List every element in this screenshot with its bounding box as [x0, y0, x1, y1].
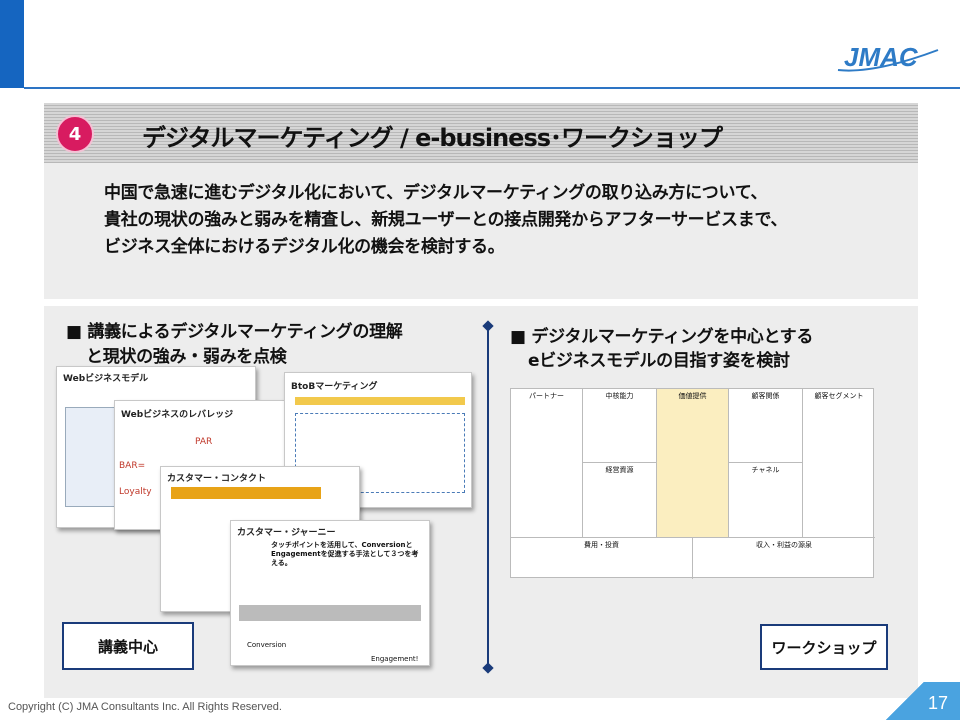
thumb-bar — [295, 397, 465, 405]
canvas-col-channel: チャネル — [729, 463, 803, 537]
page-title: デジタルマーケティング / e-business･ワークショップ — [142, 124, 723, 152]
thumb-bar — [239, 605, 421, 621]
logo-text: JMAC — [844, 42, 919, 72]
canvas-cost: 費用・投資 — [511, 537, 693, 579]
canvas-revenue: 収入・利益の源泉 — [693, 537, 875, 579]
canvas-col-core: 中核能力 — [583, 389, 657, 463]
business-model-canvas: パートナー 中核能力 経営資源 価値提供 顧客関係 チャネル 顧客セグメント 費… — [510, 388, 875, 579]
canvas-header: 収入・利益の源泉 — [756, 541, 812, 549]
canvas-header: 中核能力 — [605, 392, 634, 400]
loyalty-label: Loyalty — [119, 487, 152, 497]
canvas-col-resources: 経営資源 — [583, 463, 657, 537]
engagement-label: Engagement! — [371, 655, 419, 663]
canvas-header: チャネル — [751, 466, 780, 474]
left-heading-line-1: ■ 講義によるデジタルマーケティングの理解 — [66, 322, 403, 342]
page-number: 17 — [927, 693, 948, 713]
description-line-3: ビジネス全体におけるデジタル化の機会を検討する。 — [104, 237, 505, 257]
section-number-badge: 4 — [56, 115, 94, 153]
canvas-col-value: 価値提供 — [657, 389, 729, 537]
par-label: PAR — [195, 437, 213, 447]
canvas-header: 顧客セグメント — [814, 392, 864, 400]
description-box — [44, 163, 918, 299]
copyright: Copyright (C) JMA Consultants Inc. All R… — [8, 701, 282, 713]
conversion-label: Conversion — [247, 641, 287, 649]
lecture-label: 講義中心 — [62, 622, 194, 670]
thumb-diagram — [295, 413, 465, 493]
workshop-label: ワークショップ — [760, 624, 888, 670]
section-divider — [487, 326, 489, 668]
jmac-logo: JMAC — [837, 42, 939, 72]
thumb-title: Webビジネスモデル — [63, 374, 149, 384]
right-heading-line-2: eビジネスモデルの目指す姿を検討 — [528, 351, 790, 371]
thumb-title: BtoBマーケティング — [291, 382, 378, 392]
canvas-col-segment: 顧客セグメント — [803, 389, 875, 537]
thumb-bar — [171, 487, 321, 499]
canvas-header: 顧客関係 — [751, 392, 780, 400]
canvas-col-relationship: 顧客関係 — [729, 389, 803, 463]
description-line-2: 貴社の現状の強みと弱みを精査し、新規ユーザーとの接点開発からアフターサービスまで… — [104, 210, 788, 230]
thumb-title: カスタマー・ジャーニー — [237, 528, 336, 538]
canvas-header: 価値提供 — [678, 392, 707, 400]
title-band — [44, 103, 918, 163]
header-rule — [24, 87, 960, 89]
canvas-header: パートナー — [529, 392, 564, 400]
thumb-block — [65, 407, 115, 507]
canvas-header: 費用・投資 — [584, 541, 619, 549]
header-accent-bar — [0, 0, 24, 88]
page-number-badge: 17 — [874, 682, 960, 720]
thumb-title: カスタマー・コンタクト — [167, 474, 267, 484]
bar-label: BAR= — [119, 461, 146, 471]
canvas-col-partner: パートナー — [511, 389, 583, 537]
left-heading-line-2: と現状の強み・弱みを点検 — [86, 347, 287, 367]
thumb-text: タッチポイントを活用して、ConversionとEngagementを促進する手… — [271, 541, 419, 568]
canvas-header: 経営資源 — [605, 466, 634, 474]
thumb-title: Webビジネスのレバレッジ — [121, 410, 234, 420]
right-heading-line-1: ■ デジタルマーケティングを中心とする — [510, 327, 814, 347]
slide-thumb-customer-journey: カスタマー・ジャーニー タッチポイントを活用して、ConversionとEnga… — [230, 520, 430, 666]
description-line-1: 中国で急速に進むデジタル化において、デジタルマーケティングの取り込み方について、 — [104, 183, 768, 203]
